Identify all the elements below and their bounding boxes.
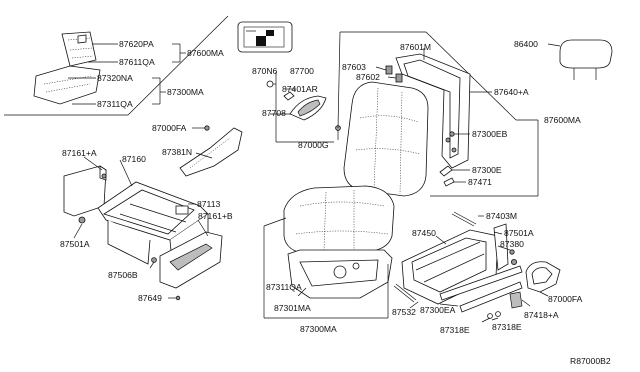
headrest bbox=[559, 39, 613, 80]
callout-870N6: 870N6 bbox=[252, 66, 278, 76]
callout-87381N: 87381N bbox=[162, 147, 192, 157]
callout-87611QA: 87611QA bbox=[119, 57, 155, 67]
seat-back-bracket bbox=[337, 31, 539, 197]
callout-87600MA-inset: 87600MA bbox=[187, 48, 224, 58]
callout-87160: 87160 bbox=[122, 154, 146, 164]
callout-87640-A: 87640+A bbox=[494, 87, 529, 97]
callout-87700: 87700 bbox=[290, 66, 314, 76]
callout-87602: 87602 bbox=[356, 72, 380, 82]
callout-87318E-b: 87318E bbox=[492, 322, 522, 332]
callout-87506B: 87506B bbox=[108, 270, 138, 280]
callout-87161-A-left: 87161+A bbox=[62, 148, 97, 158]
vehicle-locator-icon bbox=[237, 21, 293, 53]
callout-87311QA-inset: 87311QA bbox=[97, 99, 133, 109]
callout-87418-A: 87418+A bbox=[524, 310, 559, 320]
seat-cushion bbox=[283, 185, 395, 255]
callout-87649: 87649 bbox=[138, 293, 162, 303]
callout-87401AR: 87401AR bbox=[282, 84, 318, 94]
callout-87620PA: 87620PA bbox=[119, 39, 154, 49]
side-cover-left bbox=[63, 165, 107, 217]
cushion-pan bbox=[287, 249, 393, 299]
recliner-cover-right bbox=[525, 261, 561, 293]
side-trim-upper bbox=[179, 125, 243, 177]
callout-87161-B: 87161+B bbox=[198, 211, 233, 221]
seat-back-frame bbox=[395, 53, 471, 169]
callout-87300MA-inset: 87300MA bbox=[167, 87, 204, 97]
callout-87532: 87532 bbox=[392, 307, 416, 317]
callout-87113: 87113 bbox=[197, 199, 220, 209]
callout-87000FA-right: 87000FA bbox=[548, 294, 583, 304]
callout-87403M: 87403M bbox=[486, 211, 517, 221]
callout-87450: 87450 bbox=[412, 228, 436, 238]
callout-87380: 87380 bbox=[500, 239, 524, 249]
diagram-reference-code: R87000B2 bbox=[570, 356, 611, 366]
callout-87300EA: 87300EA bbox=[420, 305, 456, 315]
callout-87301MA: 87301MA bbox=[274, 303, 311, 313]
seat-adjuster bbox=[401, 211, 523, 313]
side-cover-right bbox=[159, 231, 223, 289]
callout-87501A-right: 87501A bbox=[504, 228, 534, 238]
callout-87601M: 87601M bbox=[400, 42, 431, 52]
callout-87000G: 87000G bbox=[298, 140, 329, 150]
callout-87300EB: 87300EB bbox=[472, 129, 508, 139]
callout-87471: 87471 bbox=[468, 177, 492, 187]
inset-seat-overview bbox=[4, 15, 229, 116]
callout-87603: 87603 bbox=[342, 62, 366, 72]
lever-and-knobs bbox=[393, 283, 523, 319]
callout-87501A-left: 87501A bbox=[60, 239, 90, 249]
callout-87708: 87708 bbox=[262, 108, 286, 118]
callout-87300E: 87300E bbox=[472, 165, 502, 175]
callout-87600MA-right: 87600MA bbox=[544, 115, 581, 125]
callout-86400: 86400 bbox=[514, 39, 538, 49]
callout-87000FA-left: 87000FA bbox=[152, 123, 187, 133]
seat-back-cushion bbox=[343, 81, 429, 197]
callout-87320NA: 87320NA bbox=[97, 73, 133, 83]
callout-87300MA-bottom: 87300MA bbox=[300, 324, 337, 334]
callout-87318E-a: 87318E bbox=[440, 325, 470, 335]
callout-87311QA-center: 87311QA bbox=[266, 282, 302, 292]
armrest-assembly bbox=[266, 72, 341, 143]
